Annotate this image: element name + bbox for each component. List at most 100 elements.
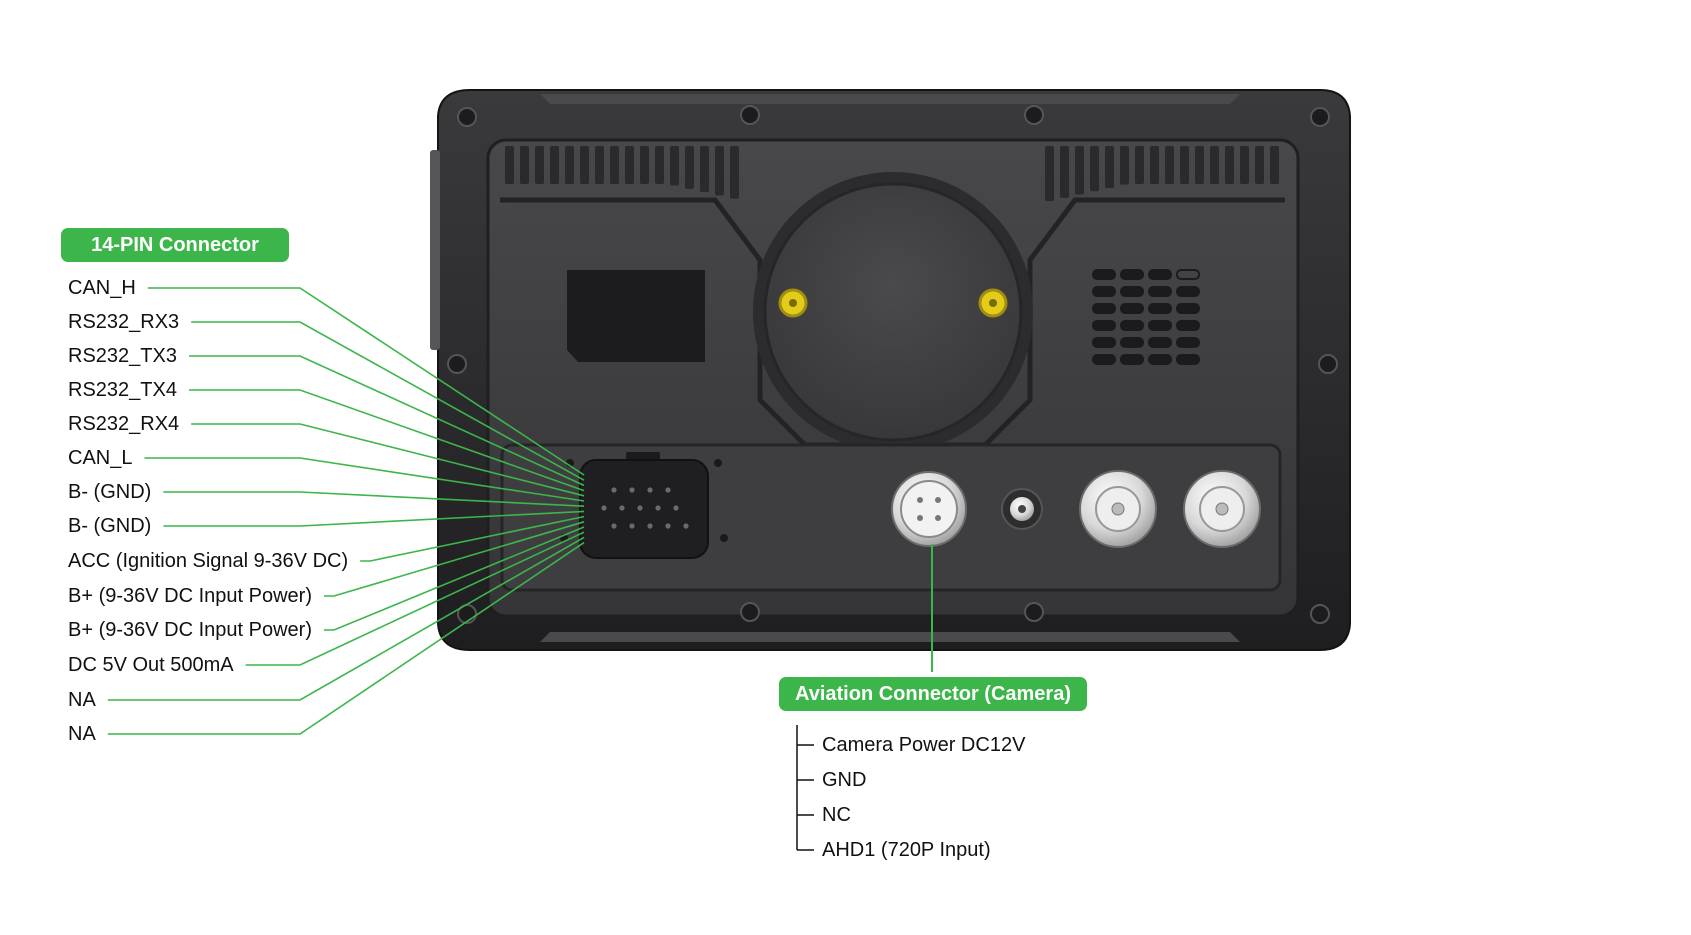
heatsink-fin	[1045, 146, 1054, 202]
bnc-connector-1-icon	[1079, 470, 1157, 548]
device-top-rim	[540, 94, 1240, 104]
heatsink-fin	[1255, 146, 1264, 184]
heatsink-fin	[1150, 146, 1159, 184]
rim-screw-icon	[1310, 604, 1330, 624]
speaker-grill	[1092, 269, 1200, 365]
pin-leader-line	[107, 541, 585, 735]
pin-label-9: ACC (Ignition Signal 9-36V DC)	[68, 550, 349, 572]
pin-label-5: RS232_RX4	[68, 413, 180, 435]
pin-leader-line	[144, 457, 585, 502]
pin-label-13: NA	[68, 689, 96, 711]
heatsink-fin	[700, 146, 709, 193]
rim-screw-icon	[740, 105, 760, 125]
heatsink-fin	[685, 146, 694, 189]
heatsink-fin	[1195, 146, 1204, 184]
aviation-connector-icon	[891, 471, 967, 547]
pin-leader-line	[188, 355, 585, 487]
rim-screw-icon	[457, 107, 477, 127]
heatsink-fin	[1120, 146, 1129, 185]
grill-slot	[1092, 320, 1116, 331]
pin-label-4: RS232_TX4	[68, 379, 177, 401]
heatsink-fin	[1135, 146, 1144, 184]
heatsink-fin	[565, 146, 574, 184]
heatsink-fin	[655, 146, 664, 184]
grill-slot	[1148, 337, 1172, 348]
pin-hole	[665, 523, 671, 529]
grill-slot	[1148, 354, 1172, 365]
pin-leader-line	[188, 389, 585, 492]
pin-label-12: DC 5V Out 500mA	[68, 654, 234, 676]
pin-label-14: NA	[68, 723, 96, 745]
pin-label-2: RS232_RX3	[68, 311, 180, 333]
heatsink-fin	[1105, 146, 1114, 188]
grill-slot	[1120, 320, 1144, 331]
heatsink-fin	[670, 146, 679, 186]
pin-hole	[629, 487, 635, 493]
side-mount-bracket	[430, 150, 440, 350]
camera-pin-label-3: NC	[822, 804, 851, 826]
pin-holes	[601, 487, 689, 529]
heatsink-fin	[730, 146, 739, 199]
pin-leader-line	[163, 491, 585, 507]
grill-slot	[1120, 354, 1144, 365]
grill-slot	[1176, 269, 1200, 280]
pin-hole	[647, 523, 653, 529]
pin-label-10: B+ (9-36V DC Input Power)	[68, 585, 312, 607]
grill-slot	[1092, 303, 1116, 314]
heatsink-fin	[1270, 146, 1279, 184]
camera-pin-label-2: GND	[822, 769, 867, 791]
grill-slot	[1176, 354, 1200, 365]
pin-hole	[601, 505, 607, 511]
pin-leader-line	[191, 321, 585, 481]
grill-slot	[1176, 303, 1200, 314]
heatsink-fin	[625, 146, 634, 184]
fourteen-pin-connector-icon	[560, 452, 728, 559]
heatsink-fin	[580, 146, 589, 184]
heatsink-fin	[1180, 146, 1189, 184]
heatsink-fin	[550, 146, 559, 184]
heatsink-fin	[715, 146, 724, 196]
pin-hole	[619, 505, 625, 511]
heatsink-fin	[1240, 146, 1249, 184]
heatsink-fin	[595, 146, 604, 184]
rim-screw-icon	[1024, 105, 1044, 125]
camera-pin-label-1: Camera Power DC12V	[822, 734, 1026, 756]
rim-screw-icon	[1024, 602, 1044, 622]
pin-label-3: RS232_TX3	[68, 345, 177, 367]
pin-leader-line	[147, 287, 585, 476]
heatsink-fin	[610, 146, 619, 184]
pin-hole	[655, 505, 661, 511]
pin-leader-line	[360, 515, 585, 562]
label-plate	[567, 270, 705, 362]
heatsink-fin	[505, 146, 514, 184]
pin-leader-line	[324, 521, 585, 597]
screw-right-center-icon	[989, 299, 997, 307]
grill-slot	[1120, 286, 1144, 297]
heatsink-fin	[1075, 146, 1084, 195]
pin-leader-lines	[107, 287, 585, 735]
grill-slot	[1148, 269, 1172, 280]
antenna-connector-icon	[1001, 488, 1043, 530]
heatsink-fin	[640, 146, 649, 184]
camera-pin-bracket	[796, 725, 814, 851]
pin-hole	[637, 505, 643, 511]
pin-hole	[611, 487, 617, 493]
screw-left-center-icon	[789, 299, 797, 307]
heatsink-fin	[1060, 146, 1069, 198]
camera-pin-label-4: AHD1 (720P Input)	[822, 839, 991, 861]
pin-leader-line	[163, 510, 585, 527]
heatsink-fin	[1090, 146, 1099, 192]
rim-screws	[447, 105, 1338, 624]
pin-hole	[629, 523, 635, 529]
pin-label-11: B+ (9-36V DC Input Power)	[68, 619, 312, 641]
pin-hole	[611, 523, 617, 529]
pin-hole	[647, 487, 653, 493]
heatsink-fins	[505, 146, 1279, 202]
pin-leader-line	[107, 536, 585, 701]
grill-slot	[1176, 320, 1200, 331]
device-bottom-rim	[540, 632, 1240, 642]
pin-leader-line	[245, 531, 585, 666]
grill-slot	[1120, 337, 1144, 348]
